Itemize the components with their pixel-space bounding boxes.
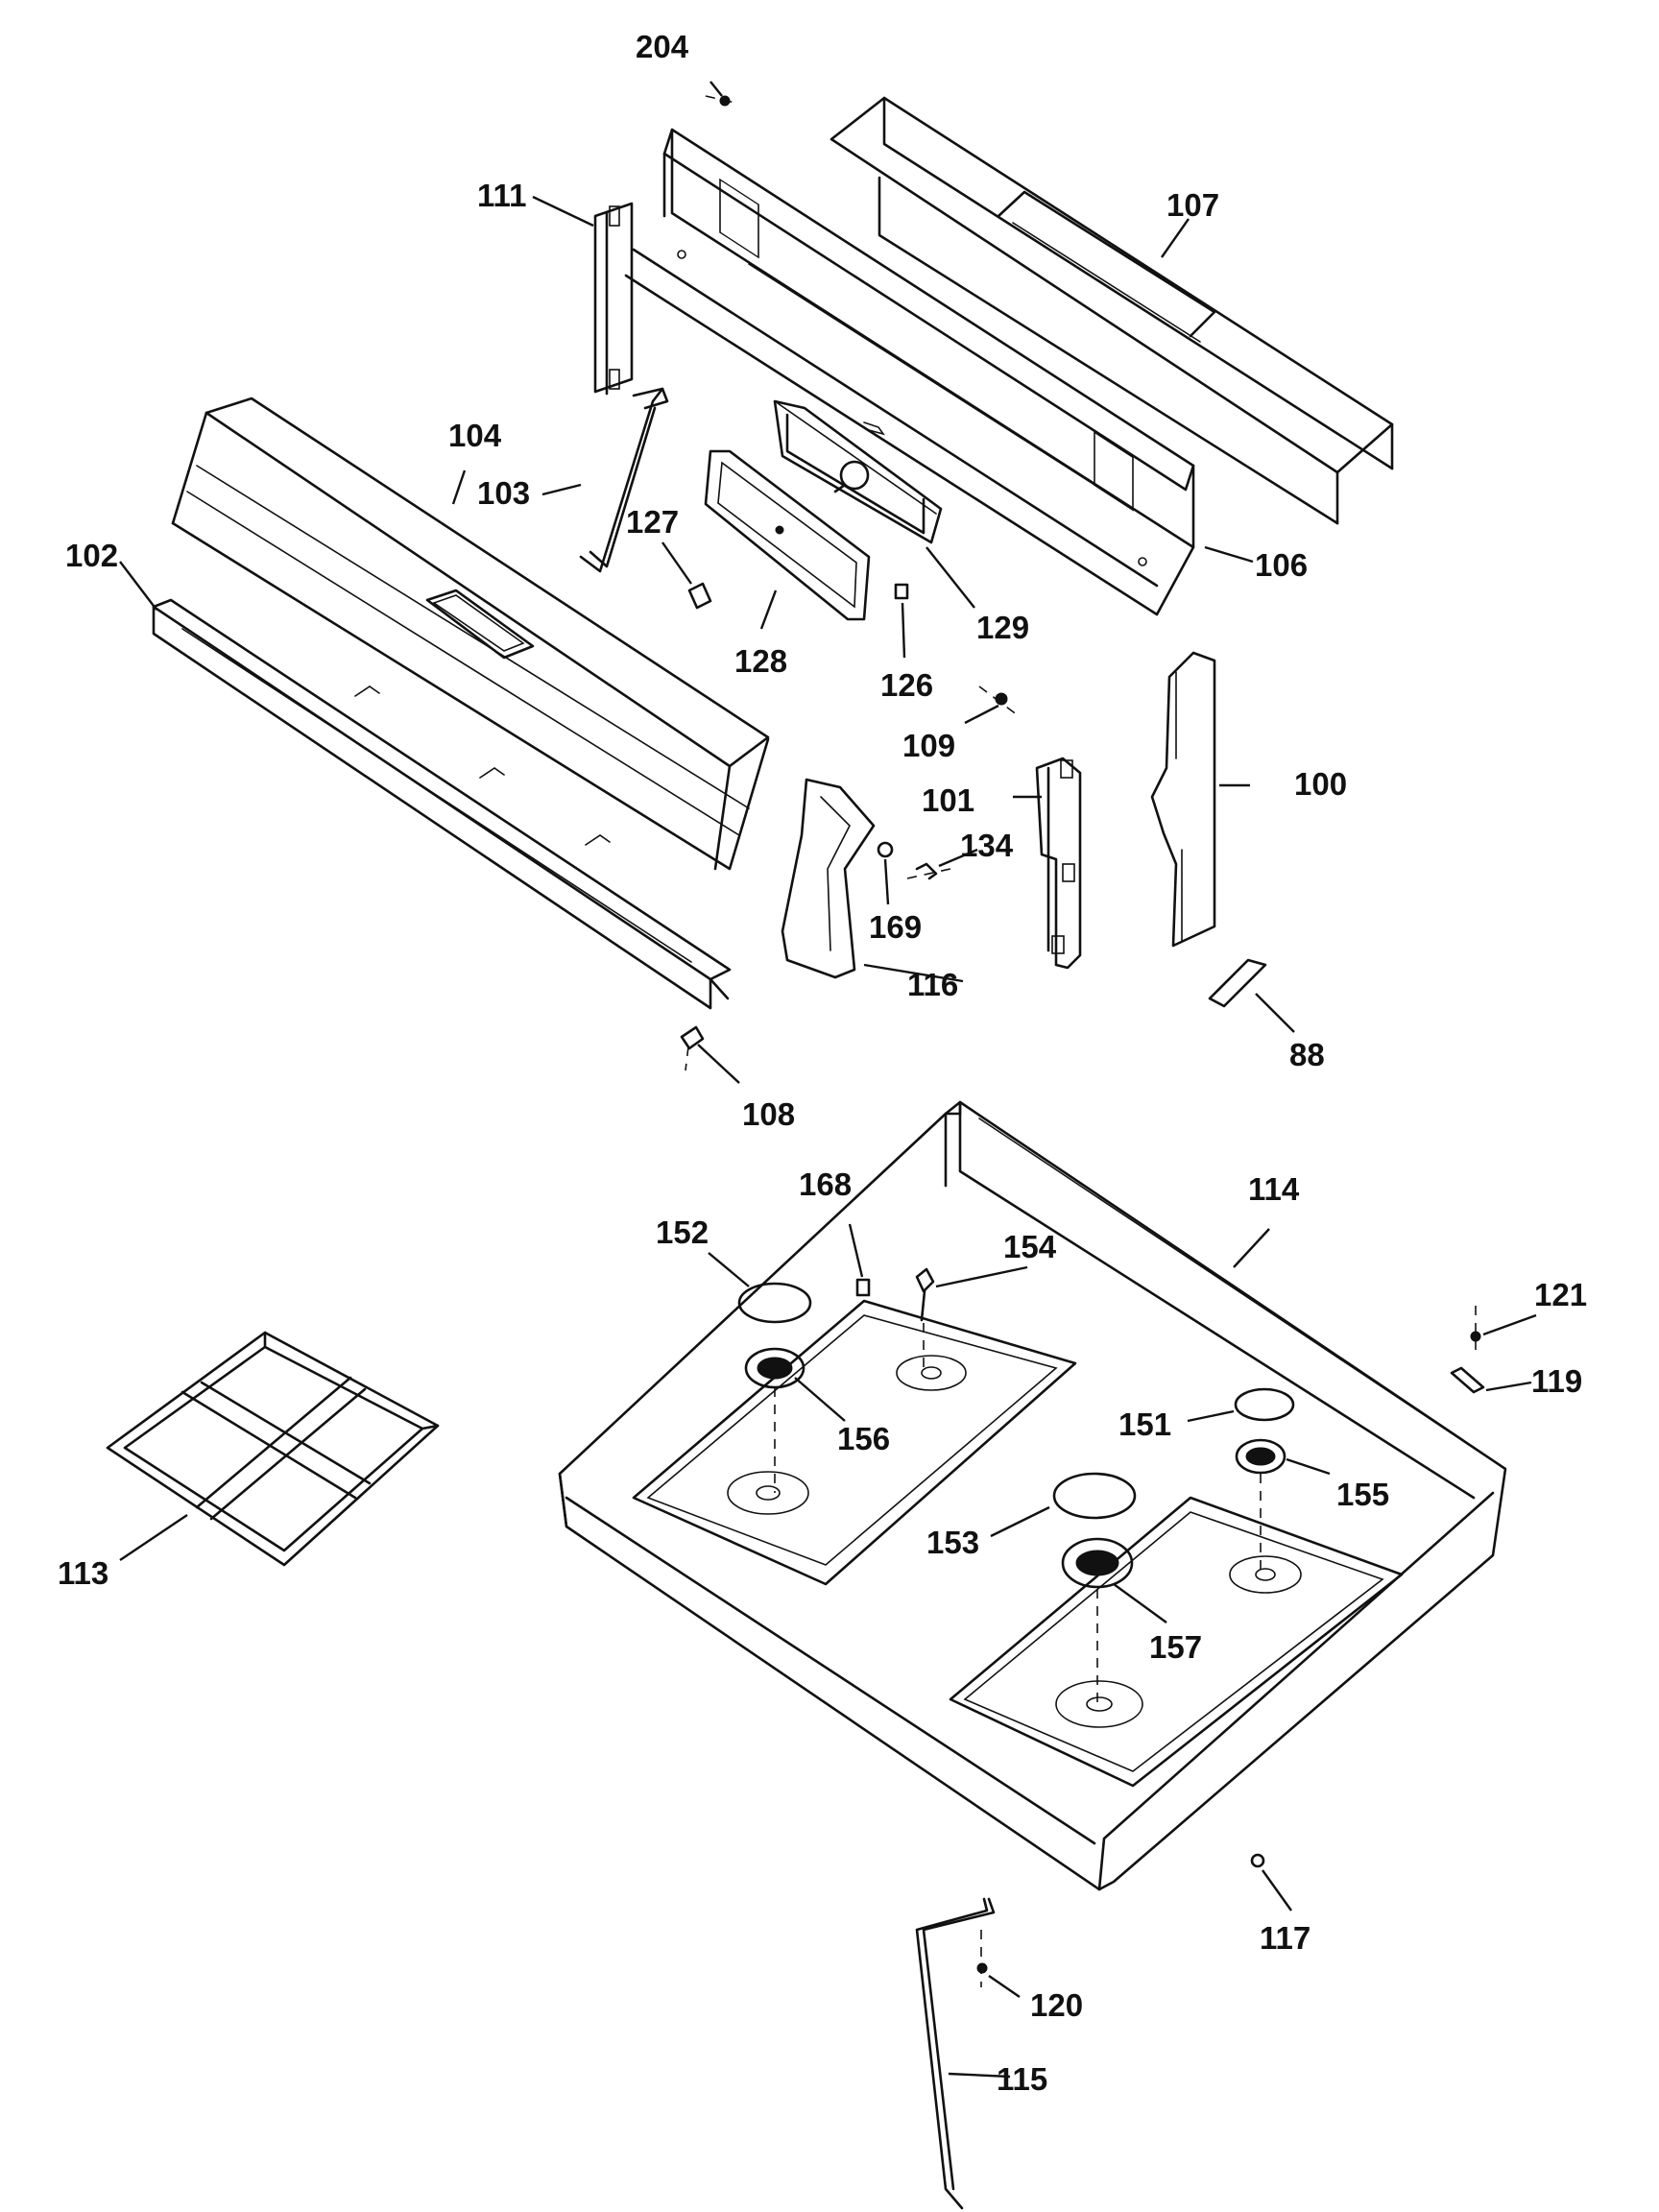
label-108: 108 [742,1096,795,1132]
part-127-lamp [687,582,712,610]
label-117: 117 [1260,1920,1310,1956]
part-109-nut [995,692,1008,706]
label-204: 204 [636,29,689,64]
label-111: 111 [477,178,526,213]
label-88: 88 [1289,1037,1325,1072]
label-102: 102 [65,538,118,573]
label-126: 126 [880,667,933,703]
label-156: 156 [837,1421,890,1456]
part-117-nut [1250,1853,1265,1868]
label-109: 109 [902,728,955,763]
label-129: 129 [976,610,1029,645]
part-153-burner-cap [1052,1472,1137,1520]
label-127: 127 [626,504,679,540]
label-114: 114 [1248,1171,1300,1207]
leader-lines [119,81,1537,2079]
part-169-washer [877,841,894,858]
label-151: 151 [1118,1407,1171,1442]
part-108-screw [680,1025,705,1050]
label-119: 119 [1531,1363,1582,1399]
part-129-clock-assembly [773,399,943,544]
part-134-screw [915,862,938,880]
part-126-clip [894,583,909,600]
label-120: 120 [1030,1987,1083,2023]
label-106: 106 [1255,547,1308,583]
part-111-bracket [593,202,634,396]
part-labels: 204 111 107 104 103 102 127 128 129 106 … [58,29,1587,2097]
label-153: 153 [926,1525,979,1560]
label-103: 103 [477,475,530,511]
label-116: 116 [907,967,958,1002]
label-107: 107 [1166,187,1219,223]
part-157-burner-head [1061,1537,1134,1589]
part-106-rear-panel [624,128,1195,616]
part-116-end-cap [781,778,876,979]
label-168: 168 [799,1166,852,1202]
label-157: 157 [1149,1629,1202,1665]
part-151-burner-cap [1234,1387,1295,1422]
part-115-rod [915,1897,996,2210]
part-113-grate [106,1331,440,1567]
label-101: 101 [922,782,974,818]
part-101-bracket [1035,757,1082,970]
label-154: 154 [1003,1229,1057,1264]
part-168-slot [855,1278,871,1297]
label-113: 113 [58,1555,108,1591]
part-114-cooktop [558,1100,1507,1891]
part-128-window-glass [704,449,871,621]
part-155-burner-head [1235,1438,1286,1475]
part-121-screw [1470,1331,1481,1342]
label-155: 155 [1336,1477,1389,1512]
part-102-trim-strip [152,598,732,1010]
label-121: 121 [1534,1277,1587,1312]
part-119-bracket [1450,1366,1485,1394]
part-107-backsplash [830,96,1394,525]
part-104-control-panel [171,397,770,871]
label-169: 169 [869,909,922,945]
label-115: 115 [997,2061,1047,2097]
part-88-bracket [1208,958,1267,1008]
part-100-side-trim [1150,651,1216,948]
label-128: 128 [734,643,787,679]
part-152-burner-cap [737,1282,812,1324]
part-120-nut [976,1962,988,1974]
label-104: 104 [448,418,502,453]
part-103-bracket [579,387,669,573]
part-156-burner-head [744,1347,805,1389]
label-152: 152 [656,1214,709,1250]
label-134: 134 [960,828,1014,863]
label-100: 100 [1294,766,1347,802]
part-154-igniter [915,1267,935,1322]
